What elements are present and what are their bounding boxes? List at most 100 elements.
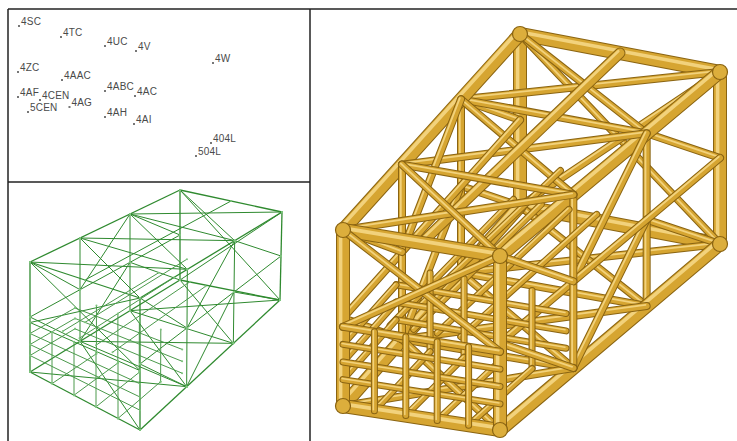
wire-node [186,327,188,329]
tube-member [436,341,437,421]
wire-member [30,334,140,384]
point-marker [134,95,136,97]
wire-member [130,311,233,344]
wire-member [160,330,161,382]
wire-node [79,289,81,291]
point-label: 4SC [21,16,41,27]
wire-node [29,261,31,263]
rendered-model [336,27,728,438]
wire-node [95,350,97,352]
tube-outline [402,337,409,416]
tube-body [573,133,646,281]
wire-member [140,300,280,430]
wire-node [179,189,181,191]
wire-member [30,345,140,398]
wire-node [281,211,283,213]
wire-node [79,340,81,342]
wire-node [160,329,162,331]
wire-node [186,327,188,329]
wire-node [29,371,31,373]
tube-member [341,404,500,430]
point-marker [61,79,63,81]
wire-node [117,362,119,364]
wire-node [74,307,76,309]
wire-node [139,370,141,372]
point-label: 4AI [136,114,152,125]
wire-node [232,342,234,344]
wire-node [139,396,141,398]
wire-member [130,311,187,387]
wire-member [180,212,282,280]
wire-member [30,372,187,387]
wire-node [179,279,181,281]
wire-node [232,342,234,344]
wire-node [139,409,141,411]
wire-node [79,289,81,291]
wire-member [29,262,30,372]
point-label: 4W [215,53,230,64]
wire-node [139,363,141,365]
wire-node [179,279,181,281]
tube-member [342,379,500,404]
tube-outline [343,406,500,430]
wire-node [139,297,141,299]
wire-node [186,386,188,388]
wire-node [234,240,236,242]
wire-node [95,406,97,408]
tube-outline [573,133,646,281]
tube-body [573,220,646,368]
tube-highlight [341,404,498,428]
tube-body [343,380,500,404]
wire-member [30,262,187,269]
wire-node [73,394,75,396]
wire-node [281,211,283,213]
wire-node [129,310,131,312]
wire-node [62,330,64,332]
wire-node [95,353,97,355]
wire-node [117,360,119,362]
tube-member [572,132,647,281]
wire-node [139,363,141,365]
point-marker [104,116,106,118]
wire-node [181,348,183,350]
point-marker [212,62,214,64]
panel-border [8,8,737,10]
wire-node [186,268,188,270]
wire-node [74,307,76,309]
tube-highlight [499,342,572,367]
wire-node [234,240,236,242]
tube-body [343,256,500,327]
tube-body [372,332,377,411]
wire-node [29,261,31,263]
wire-node [79,237,81,239]
wire-node [117,417,119,419]
wire-node [186,386,188,388]
wire-node [129,310,131,312]
wire-node [234,240,236,242]
point-label: 4AG [71,97,92,108]
wire-node [179,279,181,281]
wire-node [129,213,131,215]
wire-node [73,341,75,343]
wire-node [112,351,114,353]
tube-end-cap [713,65,728,80]
point-marker [39,99,41,101]
tube-member [645,218,720,244]
wire-member [96,282,190,345]
wire-member [118,382,161,419]
wire-node [234,240,236,242]
wire-member [179,190,180,280]
wire-node [186,386,188,388]
wire-node [79,340,81,342]
wire-member [96,306,97,354]
wire-node [160,381,162,383]
wire-node [79,340,81,342]
tube-end-cap [513,27,528,42]
wire-node [205,285,207,287]
point-label: 4CEN [42,90,69,101]
wire-node [29,333,31,335]
wire-node [139,297,141,299]
wire-node [179,234,181,236]
wire-node [129,310,131,312]
